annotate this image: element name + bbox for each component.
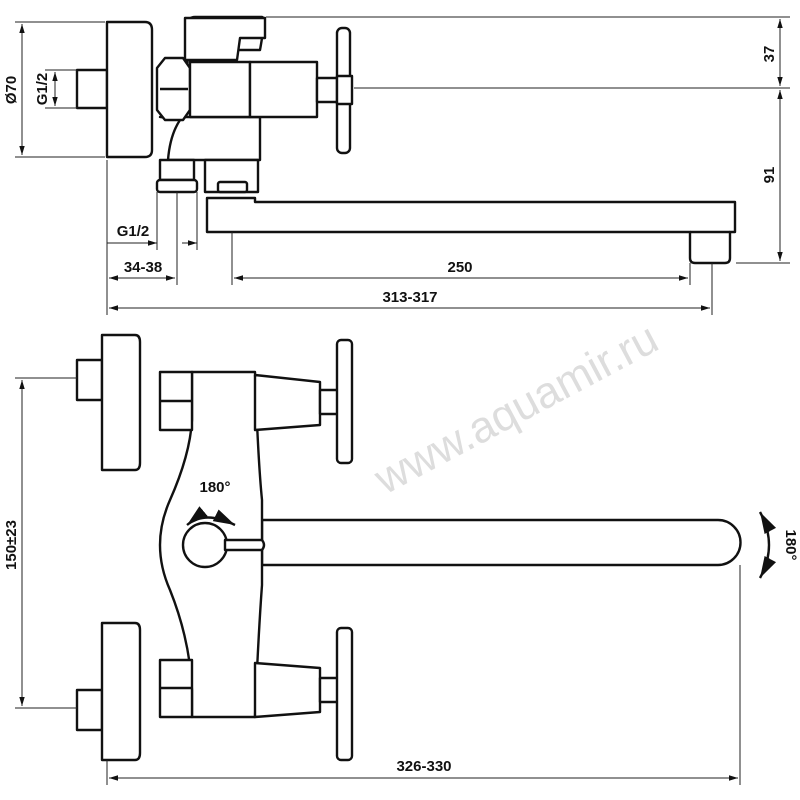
dim-spout-drop: 91 (761, 167, 778, 184)
dim-inlet-offset: 34-38 (124, 259, 162, 276)
cross-handle-lower (335, 626, 354, 762)
wall-flange-lower (100, 621, 142, 762)
dim-spout-reach: 250 (447, 259, 472, 276)
diverter-knob (181, 521, 229, 569)
lower-body (158, 115, 262, 162)
rotation-arrow-spout (758, 511, 777, 579)
front-view: 180° 180° (75, 333, 799, 762)
dim-diverter-rotation: 180° (199, 479, 230, 496)
dim-diameter: Ø70 (3, 76, 20, 104)
dim-handle-height: 37 (761, 46, 778, 63)
diverter-lever-front (223, 538, 266, 552)
rotation-arrow-diverter (186, 506, 236, 527)
dim-outlet-thread: G1/2 (117, 223, 150, 240)
valve-cartridge (248, 60, 319, 119)
spout-front (260, 518, 742, 567)
outlet-fitting (158, 158, 196, 182)
wall-flange-upper (100, 333, 142, 472)
spout (205, 196, 737, 265)
handle-hub (335, 74, 354, 106)
spout-collar-ring (216, 180, 249, 194)
wall-pipe-lower (75, 688, 104, 732)
valve-cartridge-upper (253, 373, 322, 432)
lower-valve (75, 621, 354, 762)
wall-pipe-upper (75, 358, 104, 402)
valve-cartridge-lower (253, 661, 322, 719)
outlet-nut (155, 178, 199, 194)
diverter-lever-top (183, 16, 267, 62)
top-view-dimensions: Ø70 G1/2 G1/2 34-38 250 313-317 37 91 (3, 16, 790, 315)
dim-overall-length-top: 313-317 (382, 289, 437, 306)
dim-center-distance: 150±23 (3, 520, 20, 570)
cross-handle-upper (335, 338, 354, 465)
top-view (75, 15, 737, 265)
valve-body (188, 60, 252, 119)
valve-stem (315, 76, 341, 104)
watermark: www.aquamir.ru (366, 314, 666, 505)
dim-inlet-thread: G1/2 (34, 73, 51, 106)
front-view-dimensions: 150±23 326-330 (3, 377, 741, 785)
dim-overall-length-front: 326-330 (396, 758, 451, 775)
wall-flange (105, 20, 154, 159)
wall-pipe (75, 68, 109, 110)
dim-spout-rotation: 180° (782, 529, 799, 560)
upper-valve (75, 333, 354, 472)
